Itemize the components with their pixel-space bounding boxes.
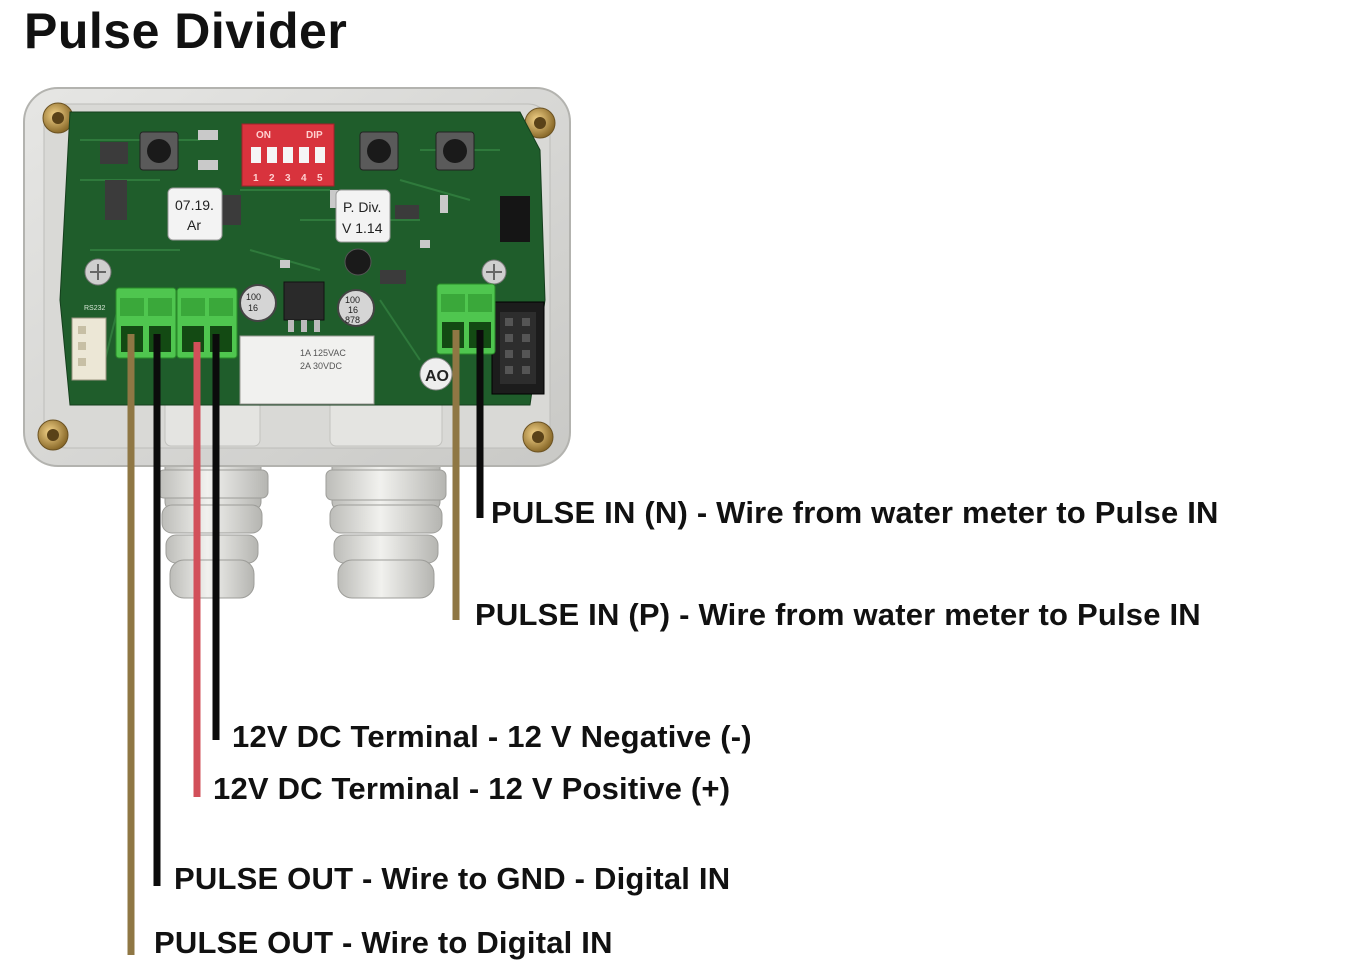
- terminal-block-12v-dc: [176, 287, 238, 359]
- sticker-date-line: 07.19.: [175, 197, 214, 213]
- label-pulse-out: PULSE OUT - Wire to Digital IN: [154, 925, 613, 960]
- dip-switch: ON DIP 1 2 3 4 5: [241, 123, 335, 187]
- svg-text:1A 125VAC: 1A 125VAC: [300, 348, 346, 358]
- dip-label: DIP: [306, 130, 323, 141]
- page-title: Pulse Divider: [24, 3, 348, 59]
- dip-number: 4: [301, 173, 307, 184]
- ao-badge: AO: [419, 357, 453, 391]
- svg-text:16: 16: [348, 305, 358, 315]
- label-12v-negative: 12V DC Terminal - 12 V Negative (-): [232, 719, 752, 754]
- svg-text:AO: AO: [425, 368, 449, 385]
- relay: 1A 125VAC 2A 30VDC: [239, 335, 375, 405]
- label-pulse-out-gnd: PULSE OUT - Wire to GND - Digital IN: [174, 861, 731, 896]
- version-sticker: P. Div. V 1.14: [335, 189, 391, 243]
- sticker-date-line: Ar: [187, 217, 201, 233]
- screw-icon: [37, 102, 556, 453]
- terminal-block-pulse-out: [115, 287, 177, 359]
- svg-text:2A 30VDC: 2A 30VDC: [300, 361, 343, 371]
- capacitor: 100 16 100 16 878: [239, 248, 375, 327]
- dip-number: 3: [285, 173, 291, 184]
- sticker-version-line: P. Div.: [343, 199, 381, 215]
- dip-number: 5: [317, 173, 323, 184]
- svg-text:16: 16: [248, 303, 258, 313]
- svg-text:RS232: RS232: [84, 305, 106, 312]
- sticker-version-line: V 1.14: [342, 220, 383, 236]
- svg-text:100: 100: [345, 295, 360, 305]
- dip-number: 2: [269, 173, 275, 184]
- date-sticker: 07.19. Ar: [167, 187, 223, 241]
- push-button: [139, 131, 475, 171]
- dip-on-label: ON: [256, 130, 271, 141]
- dip-number: 1: [253, 173, 259, 184]
- label-12v-positive: 12V DC Terminal - 12 V Positive (+): [213, 771, 731, 806]
- svg-text:878: 878: [345, 315, 360, 325]
- terminal-block-pulse-in: [436, 283, 496, 355]
- rs232-connector: RS232: [71, 305, 107, 381]
- label-pulse-in-n: PULSE IN (N) - Wire from water meter to …: [491, 495, 1219, 530]
- svg-text:100: 100: [246, 292, 261, 302]
- label-pulse-in-p: PULSE IN (P) - Wire from water meter to …: [475, 597, 1201, 632]
- wires: [127, 330, 484, 955]
- pin-header: [491, 301, 545, 395]
